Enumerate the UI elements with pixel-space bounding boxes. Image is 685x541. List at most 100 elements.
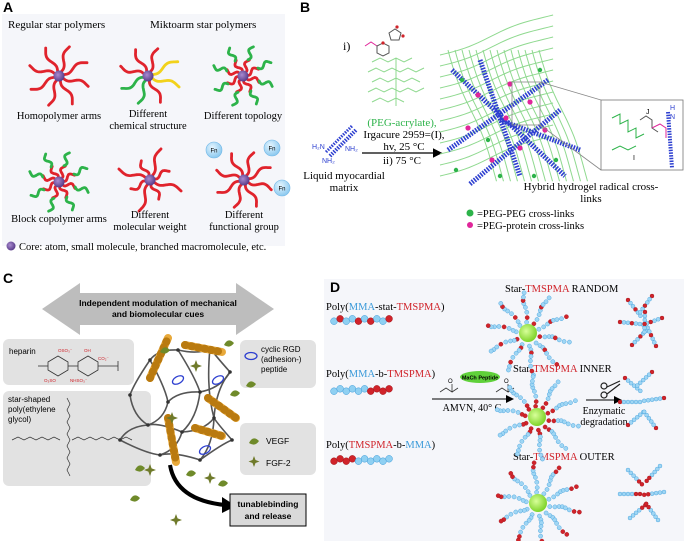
mma-unit — [516, 496, 522, 501]
polymer-arm — [256, 59, 273, 71]
tmspma-unit — [501, 324, 507, 330]
svg-text:O₃SO: O₃SO — [44, 378, 56, 383]
peg-strand — [538, 49, 588, 182]
crosslink-node — [146, 423, 150, 427]
mma-unit — [537, 447, 542, 453]
polymer-arm — [149, 60, 180, 76]
star-peg-label-3: glycol) — [8, 415, 31, 424]
fragment-unit — [625, 467, 631, 473]
peg-strand — [181, 391, 201, 433]
fragment-unit — [638, 412, 643, 417]
fragment-unit — [638, 310, 643, 315]
mma-unit — [573, 398, 578, 404]
peg-strand — [468, 49, 518, 182]
tmspma-unit — [498, 341, 504, 347]
mma-unit — [523, 520, 529, 526]
fragment-unit — [642, 321, 647, 327]
fragment-unit — [646, 492, 651, 497]
svg-text:CO₂⁻: CO₂⁻ — [98, 356, 109, 361]
mma-unit — [509, 311, 514, 317]
banner-line-2: and biomolecular cues — [112, 309, 204, 319]
fn-badge-label: Fn — [268, 147, 275, 153]
tmspma-unit — [513, 315, 518, 320]
peg-strand — [439, 124, 554, 166]
mma-unit — [550, 359, 556, 364]
fragment-unit — [657, 463, 663, 469]
fragment-unit — [648, 319, 653, 325]
mma-unit — [522, 399, 527, 404]
peg-strand — [213, 371, 231, 419]
mma-unit — [510, 408, 516, 414]
tmspma-unit — [571, 509, 577, 514]
polymer-arm — [129, 179, 149, 191]
peg-crosslink — [531, 173, 537, 179]
fragment-unit — [644, 478, 649, 484]
star-core — [144, 174, 156, 186]
mma-unit — [330, 387, 338, 395]
topology-star — [212, 45, 274, 107]
protein-crosslink — [489, 157, 495, 163]
rgd-peptide — [171, 375, 185, 385]
polymer-arm — [243, 151, 256, 179]
peg-strand — [129, 394, 149, 426]
polymer-arm — [216, 180, 243, 194]
svg-text:OH: OH — [84, 348, 91, 353]
fragment-unit — [642, 313, 648, 319]
peg-strand — [129, 359, 151, 396]
peg-crosslink — [537, 67, 543, 73]
heparin-structure — [38, 355, 119, 377]
random-copolymer-chain — [330, 315, 393, 325]
fragment-unit — [651, 511, 656, 516]
star-random-title: Star-TMSPMA RANDOM — [505, 284, 619, 295]
fragment-unit — [625, 320, 631, 325]
block-copolymer-chain-1 — [330, 385, 393, 395]
star-inner-title: Star-TMSPMA INNER — [513, 364, 612, 375]
polymer-arm — [213, 81, 230, 93]
zoom-line-top — [539, 81, 602, 101]
polymer-arm — [72, 165, 89, 177]
block-copolymer-title-2: Poly(TMSPMA-b-MMA) — [326, 440, 436, 451]
mma-unit — [563, 446, 569, 451]
regular-header: Regular star polymers — [8, 19, 105, 31]
legend-protein: =PEG-protein cross-links — [477, 221, 584, 232]
peg-crosslink-icon — [466, 209, 474, 217]
polymer-arm — [59, 77, 74, 106]
inset-i: I — [633, 155, 635, 162]
fragment-unit — [644, 501, 649, 506]
panel-a: A Regular star polymers Miktoarm star po… — [2, 0, 291, 253]
mma-unit — [504, 514, 510, 520]
protein-crosslink-icon — [467, 222, 473, 228]
mma-unit — [348, 385, 357, 393]
mma-unit — [517, 422, 522, 428]
crosslink-node — [212, 416, 216, 420]
fgf-molecule — [170, 514, 182, 526]
degraded-fragments — [617, 293, 667, 523]
func-group-label-2: functional group — [209, 222, 279, 233]
polymer-arm — [231, 90, 240, 107]
mma-unit — [379, 317, 387, 325]
mma-unit — [498, 301, 504, 306]
polymer-arm — [47, 77, 60, 107]
hv-label: hv, 25 °C — [383, 141, 424, 153]
growth-factor-box — [240, 423, 316, 475]
mma-unit — [516, 347, 522, 353]
mma-unit — [508, 338, 513, 344]
mma-unit — [521, 294, 526, 300]
irgacure-label: Irgacure 2959=(I), — [363, 129, 444, 141]
mma-unit — [544, 487, 550, 492]
mma-unit — [555, 439, 561, 445]
fragment-unit — [653, 396, 659, 402]
fragment-unit — [628, 381, 634, 386]
mma-unit — [568, 400, 573, 406]
polymer-arm — [64, 195, 76, 212]
polymer-arm — [134, 48, 148, 75]
topology-label: Different topology — [204, 111, 283, 122]
polymer-arm — [119, 64, 147, 77]
fn-badge-label: Fn — [278, 187, 285, 193]
fragment-unit — [652, 469, 657, 475]
peg-strand — [482, 49, 532, 182]
mma-unit — [494, 344, 500, 350]
fragment-unit — [638, 388, 643, 394]
